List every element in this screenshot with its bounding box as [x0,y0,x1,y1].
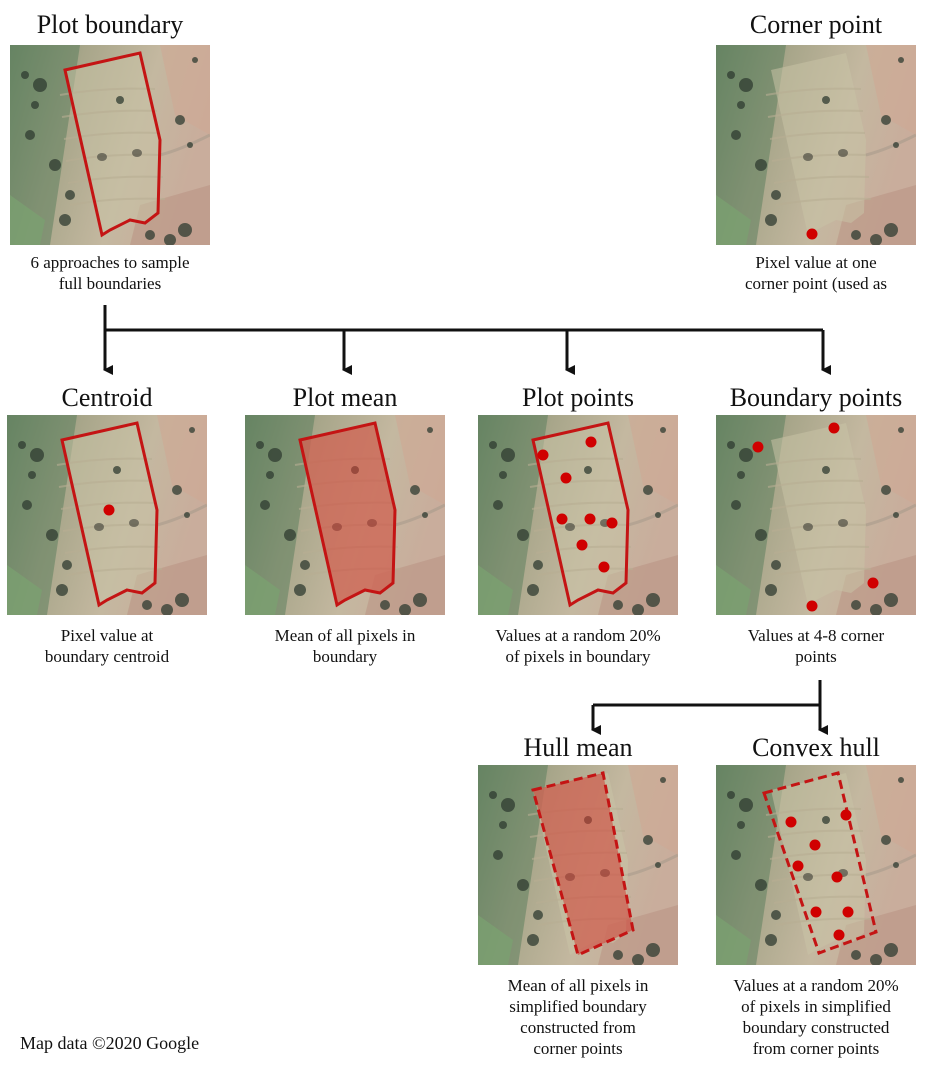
sample-point [785,816,797,828]
corner-point-caption: Pixel value at one corner point (used as [696,252,933,294]
plot-boundary-fill [298,421,397,608]
plot-points-title: Plot points [522,383,634,412]
satellite-image [478,765,678,965]
sample-point [792,860,804,872]
plot-mean-title: Plot mean [292,383,398,412]
sample-point [810,906,822,918]
satellite-image [716,415,916,615]
plot-mean-map [245,415,445,615]
caption-line: Pixel value at [60,626,154,645]
boundary-points-caption: Values at 4-8 corner points [696,625,933,667]
plot-mean-caption: Mean of all pixels in boundary [225,625,465,667]
caption-line: Pixel value at one [755,253,877,272]
hull-boundary-outline [762,771,878,955]
caption-line: Mean of all pixels in [274,626,416,645]
caption-line: Values at 4-8 corner [747,626,885,645]
plot-points-caption: Values at a random 20% of pixels in boun… [458,625,698,667]
plot-boundary-map [10,45,210,245]
caption-line: constructed from [520,1018,636,1037]
sample-point [806,600,818,612]
sample-point [867,577,879,589]
satellite-image [10,45,210,245]
caption-line: boundary centroid [44,647,170,666]
caption-line: corner point (used as [744,274,888,293]
caption-line: boundary constructed [742,1018,890,1037]
sample-point [828,422,840,434]
satellite-image [478,415,678,615]
caption-line: points [795,647,837,666]
boundary-points-title: Boundary points [729,383,903,412]
sample-point [809,839,821,851]
satellite-image [245,415,445,615]
sample-point [842,906,854,918]
centroid-title: Centroid [61,383,153,412]
caption-line: boundary [312,647,378,666]
caption-line: Mean of all pixels in [507,976,649,995]
hull-boundary-fill [531,771,635,958]
caption-line: of pixels in boundary [505,647,651,666]
satellite-image [716,45,916,245]
sample-point [831,871,843,883]
sample-point [598,561,610,573]
caption-line: 6 approaches to sample [30,253,190,272]
plot-boundary-outline [60,421,159,608]
convex-hull-caption: Values at a random 20% of pixels in simp… [696,975,933,1059]
hull-mean-caption: Mean of all pixels in simplified boundar… [458,975,698,1059]
sample-point [606,517,618,529]
satellite-image [716,765,916,965]
caption-line: from corner points [752,1039,880,1058]
boundary-points-map [716,415,916,615]
hull-mean-title: Hull mean [523,733,633,762]
satellite-image [7,415,207,615]
caption-line: corner points [533,1039,623,1058]
sample-point [537,449,549,461]
convex-hull-title: Convex hull [752,733,880,762]
plot-boundary-caption: 6 approaches to sample full boundaries [0,252,230,294]
sample-point [752,441,764,453]
caption-line: of pixels in simplified [741,997,891,1016]
sample-point [585,436,597,448]
plot-boundary-outline [63,51,162,238]
sample-point [103,504,115,516]
sample-point [556,513,568,525]
sample-point [840,809,852,821]
sample-point [584,513,596,525]
corner-point-map [716,45,916,245]
plot-boundary-title: Plot boundary [36,10,184,39]
caption-line: Values at a random 20% [495,626,661,645]
convex-hull-map [716,765,916,965]
caption-line: full boundaries [58,274,162,293]
caption-line: simplified boundary [509,997,647,1016]
corner-point-title: Corner point [749,10,883,39]
centroid-caption: Pixel value at boundary centroid [0,625,227,667]
caption-line: Values at a random 20% [733,976,899,995]
plot-points-map [478,415,678,615]
hull-mean-map [478,765,678,965]
sample-point [806,228,818,240]
centroid-map [7,415,207,615]
sample-point [833,929,845,941]
sample-point [576,539,588,551]
plot-boundary-outline [531,421,630,608]
sample-point [560,472,572,484]
map-attribution: Map data ©2020 Google [20,1033,200,1053]
